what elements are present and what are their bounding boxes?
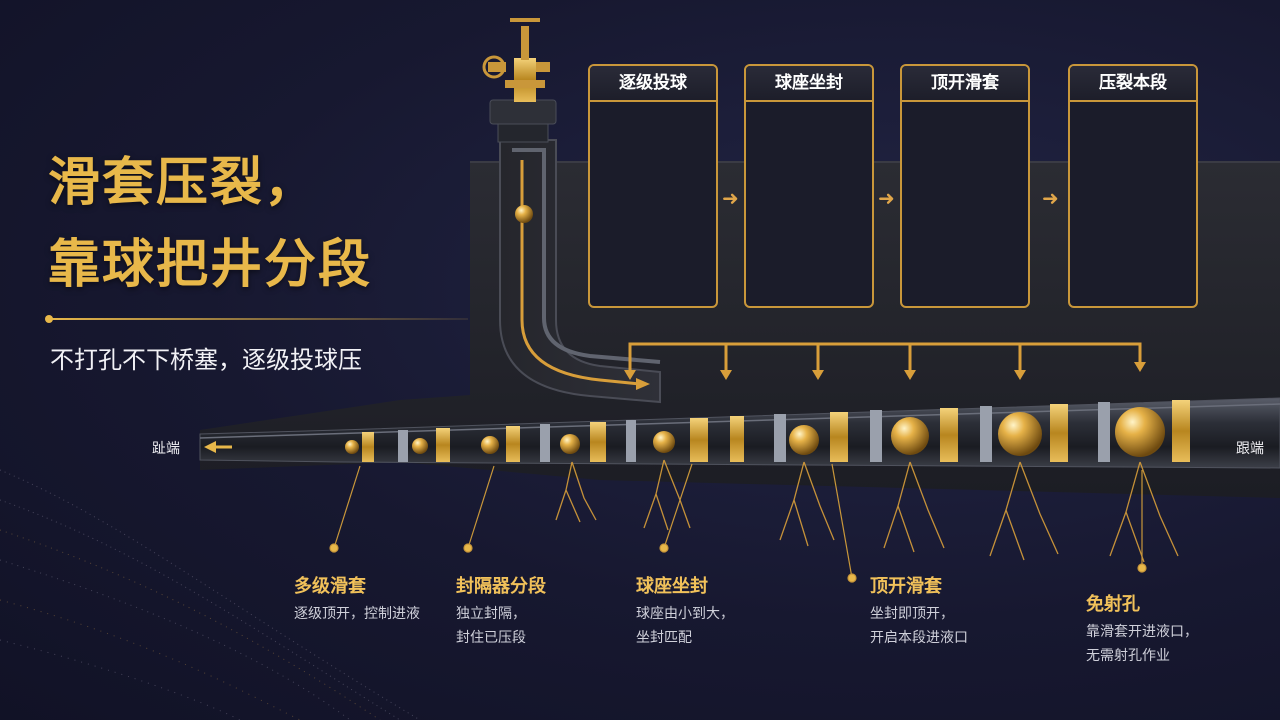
callout-5-desc: 靠滑套开进液口， 无需射孔作业 [1086,620,1198,668]
toe-end-label: 趾端 [152,441,180,457]
callout-leaders [329,463,1147,583]
callout-2-line-2: 封住已压段 [456,630,526,646]
title-divider [45,315,468,323]
frac-balls [345,407,1165,457]
toe-arrow-icon [204,441,232,453]
subtitle: 不打孔不下桥塞，逐级投球压 [50,346,362,374]
callout-2-line-1: 独立封隔， [456,606,526,622]
main-title-line1: 滑套压裂， [48,153,319,213]
stage-panel-3: 顶开滑套 [900,64,1030,308]
callout-3-desc: 球座由小到大， 坐封匹配 [636,602,734,650]
callout-1-title: 多级滑套 [294,576,366,597]
callout-4-title: 顶开滑套 [870,576,942,597]
stage-panel-2: 球座坐封 [744,64,874,308]
callout-1-desc: 逐级顶开，控制进液 [294,602,420,626]
callout-2-title: 封隔器分段 [456,576,546,597]
descending-ball [515,205,533,223]
particle-wave-decoration [0,469,421,720]
stage-panel-1: 逐级投球 [588,64,718,308]
heel-end-label: 跟端 [1236,441,1264,457]
callout-4-desc: 坐封即顶开， 开启本段进液口 [870,602,968,650]
stage-arrow-1-icon: ➜ [722,186,739,210]
distribution-arrows [628,342,1142,372]
stage-panel-4: 压裂本段 [1068,64,1198,308]
callout-4-line-2: 开启本段进液口 [870,630,968,646]
callout-3-line-2: 坐封匹配 [636,630,692,646]
callout-3-title: 球座坐封 [636,576,708,597]
callout-1-line-1: 逐级顶开，控制进液 [294,606,420,622]
callout-2-desc: 独立封隔， 封住已压段 [456,602,526,650]
stage-arrow-3-icon: ➜ [1042,186,1059,210]
wellhead-valve-icon [482,18,557,143]
callout-3-line-1: 球座由小到大， [636,606,734,622]
callout-4-line-1: 坐封即顶开， [870,606,954,622]
stage-arrow-2-icon: ➜ [878,186,895,210]
callout-5-title: 免射孔 [1086,594,1140,615]
vertical-casing [499,139,661,404]
callout-5-line-2: 无需射孔作业 [1086,648,1170,664]
stage-2-label: 球座坐封 [746,66,872,102]
stage-3-label: 顶开滑套 [902,66,1028,102]
stage-1-label: 逐级投球 [590,66,716,102]
stage-4-label: 压裂本段 [1070,66,1196,102]
fracture-cracks [555,459,1179,563]
sleeve-packer-bands [362,400,1190,462]
main-title-line2: 靠球把井分段 [48,235,373,295]
callout-5-line-1: 靠滑套开进液口， [1086,624,1198,640]
